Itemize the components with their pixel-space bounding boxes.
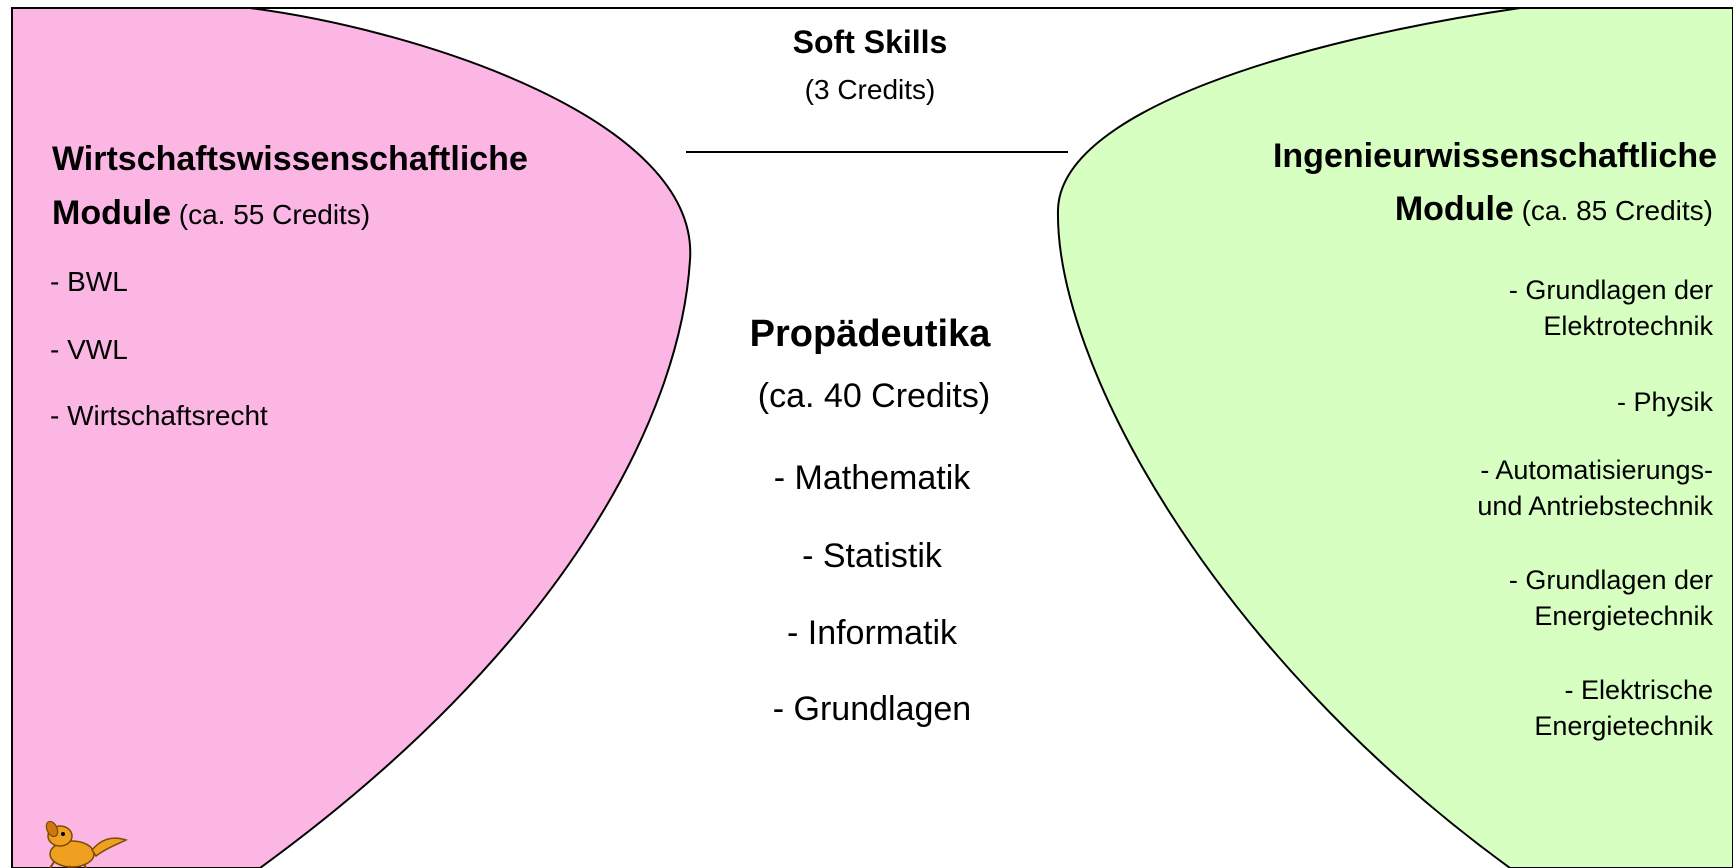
engineering-item-physics: - Physik — [1617, 384, 1713, 420]
propaedeutics-item-basics: - Grundlagen — [772, 690, 972, 728]
engineering-credits: (ca. 85 Credits) — [1513, 195, 1713, 226]
propaedeutics-item-statistics: - Statistik — [802, 537, 942, 575]
engineering-region — [1056, 7, 1733, 868]
engineering-item-automation: - Automatisierungs- und Antriebstechnik — [1477, 452, 1713, 524]
engineering-item-electrical-energy: - Elektrische Energietechnik — [1534, 672, 1713, 744]
engineering-title: Ingenieurwissenschaftliche — [1272, 137, 1717, 175]
engineering-item-line: - Grundlagen der — [1508, 565, 1713, 595]
propaedeutics-item-math: - Mathematik — [773, 459, 971, 497]
engineering-item-line: - Physik — [1616, 387, 1713, 417]
engineering-item-energy-basics: - Grundlagen der Energietechnik — [1509, 562, 1713, 634]
engineering-item-electrical-basics: - Grundlagen der Elektrotechnik — [1509, 272, 1713, 344]
engineering-item-line: und Antriebstechnik — [1477, 491, 1713, 521]
economics-subtitle: Module (ca. 55 Credits) — [52, 194, 370, 233]
engineering-item-line: - Automatisierungs- — [1480, 455, 1713, 485]
engineering-item-line: Energietechnik — [1534, 601, 1713, 631]
economics-module-label: Module — [52, 194, 171, 232]
economics-item-bwl: - BWL — [50, 266, 128, 297]
engineering-item-line: Energietechnik — [1534, 711, 1713, 741]
dog-mascot-icon — [45, 820, 128, 868]
economics-item-vwl: - VWL — [50, 334, 128, 365]
propaedeutics-title: Propädeutika — [749, 313, 991, 355]
economics-region — [11, 7, 692, 868]
economics-title: Wirtschaftswissenschaftliche — [52, 140, 528, 178]
economics-credits: (ca. 55 Credits) — [170, 199, 371, 230]
economics-item-law: - Wirtschaftsrecht — [50, 400, 268, 431]
engineering-item-line: - Grundlagen der — [1508, 275, 1713, 305]
engineering-item-line: - Elektrische — [1564, 675, 1713, 705]
engineering-module-label: Module — [1394, 190, 1514, 228]
propaedeutics-item-informatics: - Informatik — [786, 614, 958, 652]
engineering-subtitle: Module (ca. 85 Credits) — [1395, 190, 1713, 229]
soft-skills-credits: (3 Credits) — [804, 74, 936, 105]
propaedeutics-credits: (ca. 40 Credits) — [757, 377, 991, 415]
soft-skills-title: Soft Skills — [792, 24, 948, 60]
engineering-item-line: Elektrotechnik — [1543, 311, 1713, 341]
